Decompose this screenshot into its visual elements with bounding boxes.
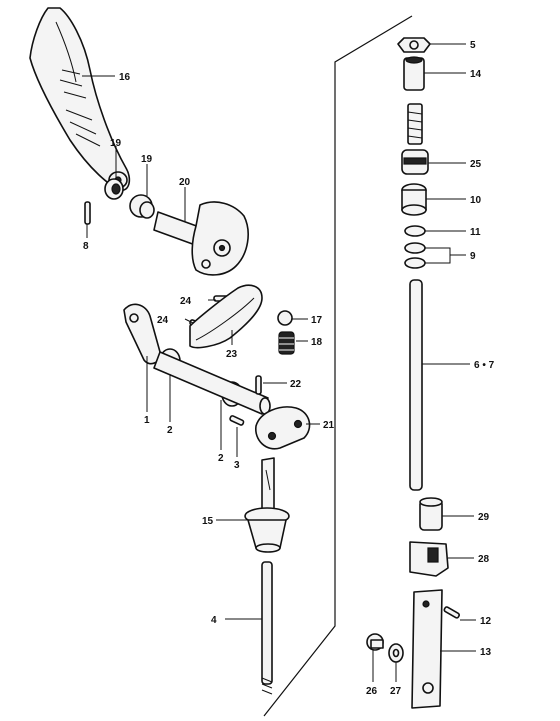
callout-24-lower: 24 (157, 315, 169, 326)
cam-part-21 (255, 406, 311, 450)
bushing-part-19b (129, 194, 155, 219)
leader-lines (82, 43, 476, 682)
callout-6-7: 6 • 7 (474, 360, 495, 371)
sleeve-part-14 (403, 56, 425, 91)
callout-22: 22 (290, 379, 302, 390)
callout-27: 27 (390, 686, 402, 697)
callout-23: 23 (226, 349, 238, 360)
callout-26: 26 (366, 686, 378, 697)
tube-part-13 (411, 589, 443, 709)
rod-part-6-7 (409, 279, 423, 491)
pin-part-3 (229, 415, 245, 426)
shift-shaft (153, 351, 271, 415)
assembly-frame (263, 15, 413, 717)
callout-1: 1 (144, 415, 150, 426)
callout-19-left: 19 (110, 138, 122, 149)
callout-28: 28 (478, 554, 490, 565)
rod-upper (261, 457, 275, 513)
spring-part-18 (278, 331, 295, 355)
bolt-part-26 (366, 633, 384, 651)
callout-12: 12 (480, 616, 492, 627)
pin-part-8 (84, 201, 91, 225)
callout-5: 5 (470, 40, 476, 51)
callout-13: 13 (480, 647, 492, 658)
nut-part-5 (397, 37, 431, 53)
bushing-part-10 (401, 183, 427, 216)
callout-9: 9 (470, 251, 476, 262)
callout-19-right: 19 (141, 154, 153, 165)
stud-part-threaded (407, 103, 423, 145)
ball-part-17 (277, 310, 293, 326)
callout-14: 14 (470, 69, 482, 80)
shift-arm-part-1 (123, 303, 161, 365)
callout-10: 10 (470, 195, 482, 206)
clip-part-28 (409, 541, 449, 577)
callout-3: 3 (234, 460, 240, 471)
o-ring-part-11 (404, 225, 426, 237)
callout-labels: 16 19 19 20 8 24 24 23 17 18 22 21 1 2 2… (83, 40, 495, 697)
o-rings-part-9 (404, 242, 426, 269)
callout-25: 25 (470, 159, 482, 170)
pin-part-12 (443, 606, 460, 619)
callout-20: 20 (179, 177, 191, 188)
washer-part-27 (388, 643, 404, 663)
bushing-part-29 (419, 497, 443, 531)
bushing-part-19a (104, 178, 124, 200)
callout-18: 18 (311, 337, 323, 348)
callout-4: 4 (211, 615, 217, 626)
link-rod-part-23 (189, 284, 263, 349)
callout-11: 11 (470, 227, 481, 238)
shift-rod-part-4 (261, 561, 273, 695)
grommet-part-15 (244, 507, 290, 553)
pin-part-22 (255, 375, 262, 395)
callout-17: 17 (311, 315, 323, 326)
cap-part-25 (401, 149, 429, 175)
callout-8: 8 (83, 241, 89, 252)
callout-29: 29 (478, 512, 490, 523)
callout-15: 15 (202, 516, 214, 527)
callout-16: 16 (119, 72, 131, 83)
gear-shaft-part-20 (153, 201, 249, 276)
shift-lever-part-16 (29, 7, 131, 191)
callout-2-left: 2 (167, 425, 173, 436)
callout-2-right: 2 (218, 453, 224, 464)
callout-21: 21 (323, 420, 335, 431)
callout-24-upper: 24 (180, 296, 192, 307)
